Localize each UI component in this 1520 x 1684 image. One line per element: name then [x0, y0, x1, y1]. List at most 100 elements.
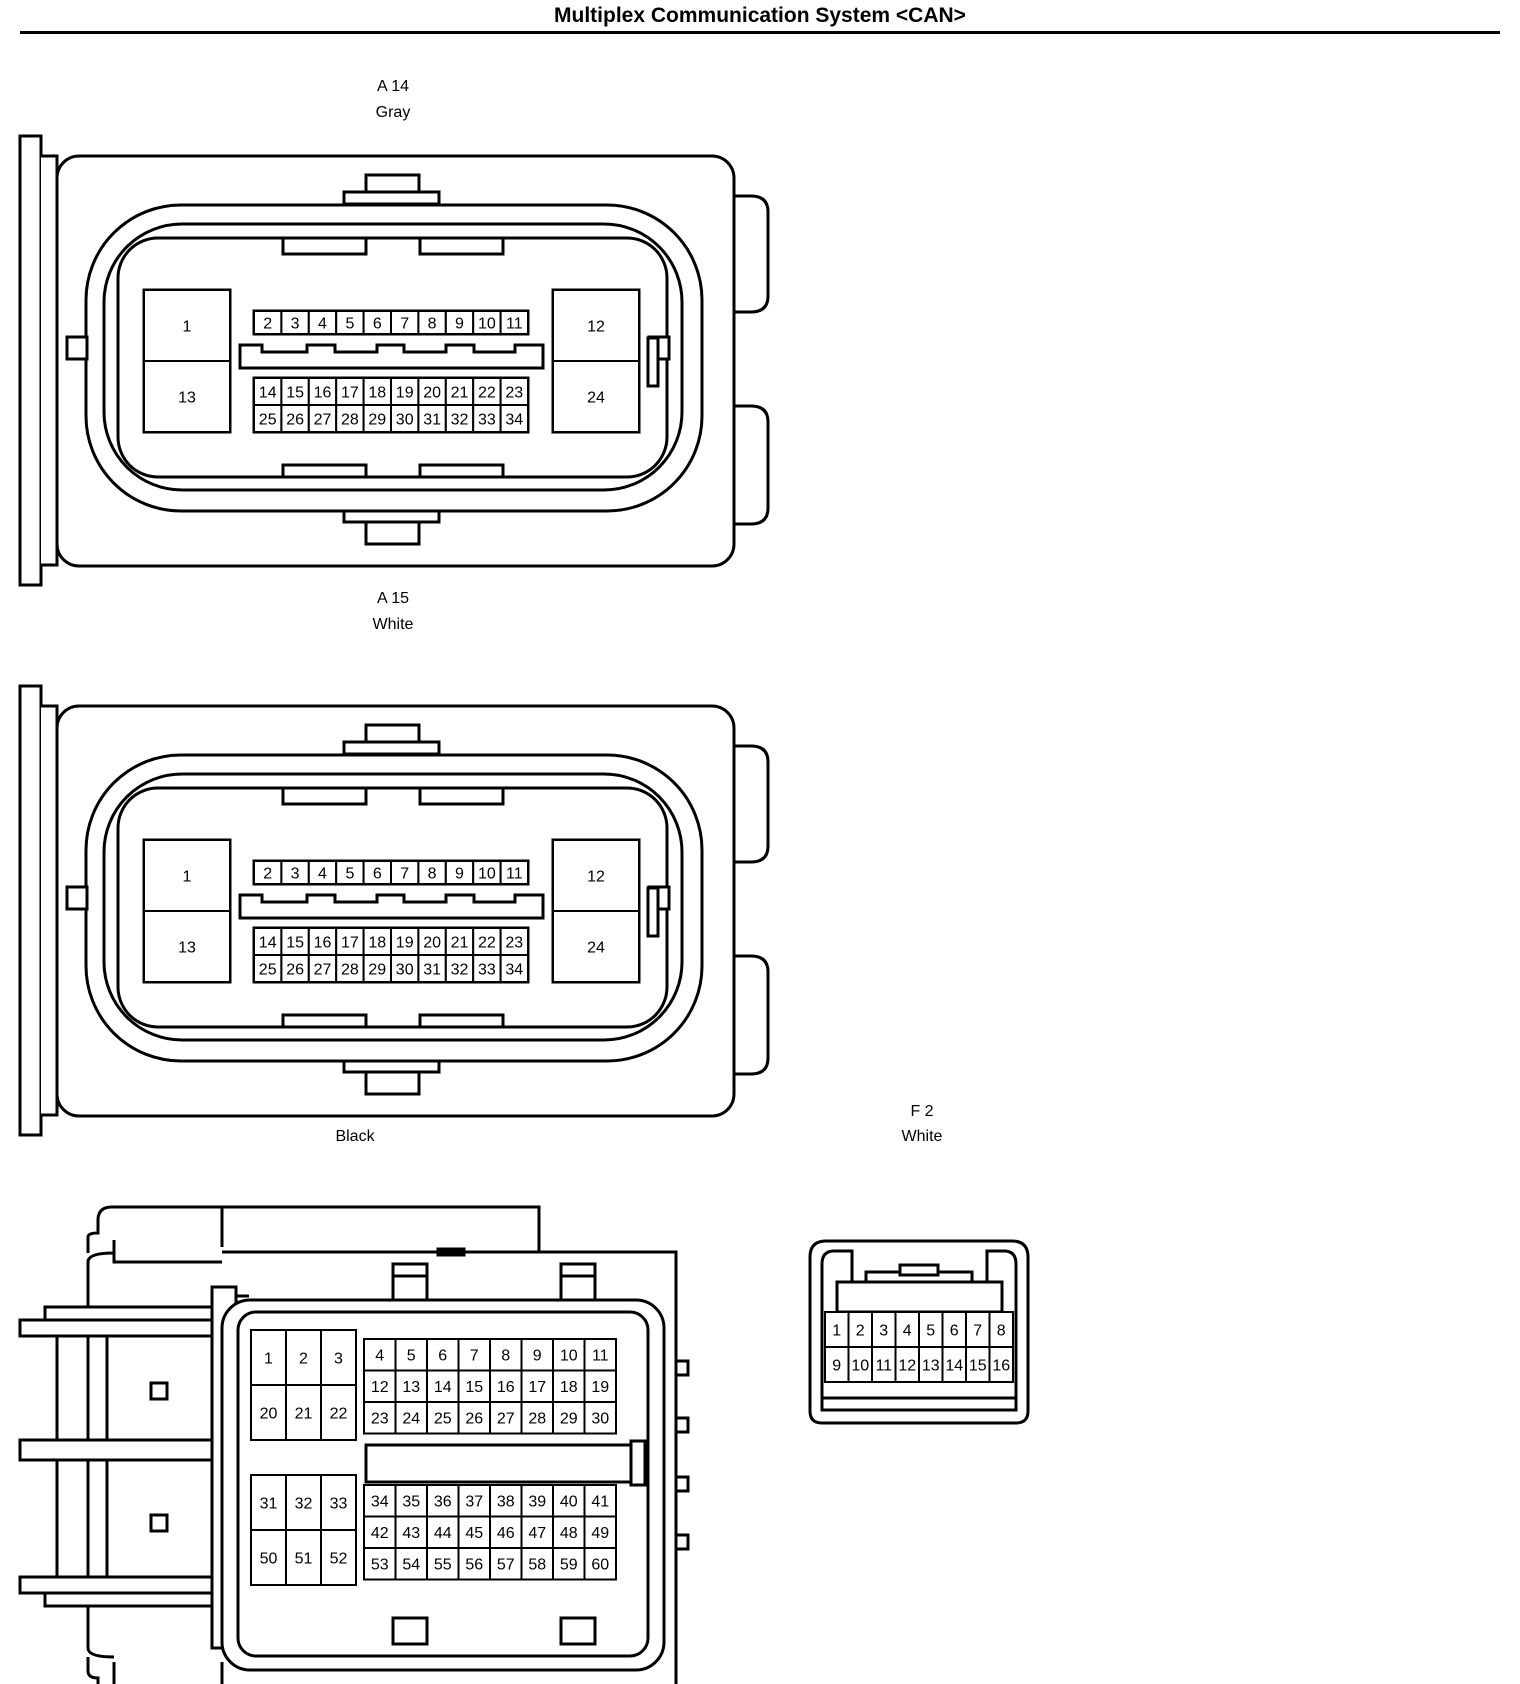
pin-number: 3 — [879, 1322, 888, 1339]
pin-number: 30 — [591, 1411, 609, 1428]
pin-cell: 16 — [988, 1346, 1014, 1383]
pin-number: 24 — [587, 939, 605, 956]
pin-number: 1 — [264, 1350, 273, 1367]
pin-cell: 9 — [520, 1338, 554, 1372]
pin-number: 47 — [528, 1525, 546, 1542]
pin-cell: 60 — [583, 1547, 617, 1581]
pin-number: 5 — [345, 315, 354, 332]
pin-box — [280, 927, 310, 956]
pin-box — [426, 1369, 460, 1403]
pin-cell: 6 — [362, 860, 393, 885]
pin-number: 9 — [455, 315, 464, 332]
pin-number: 14 — [259, 384, 277, 401]
pin-cell: 18 — [362, 377, 393, 406]
pin-number: 6 — [373, 865, 382, 882]
pin-cell: 20 — [417, 927, 447, 956]
pin-number: 10 — [560, 1348, 578, 1365]
pin-number: 25 — [259, 411, 277, 428]
pin-cell: 31 — [417, 954, 447, 983]
pin-cell: 5 — [335, 310, 365, 335]
pin-number: 28 — [341, 411, 359, 428]
pin-box — [250, 1474, 287, 1531]
pin-cell: 21 — [444, 377, 475, 406]
pin-cell: 34 — [499, 404, 530, 433]
pin-number: 3 — [291, 315, 300, 332]
pin-number: 4 — [903, 1322, 912, 1339]
pin-number: 25 — [434, 1411, 452, 1428]
page-title: Multiplex Communication System <CAN> — [554, 4, 966, 27]
pin-cell: 2 — [847, 1311, 873, 1348]
pin-cell: 7 — [390, 860, 420, 885]
pin-cell: 21 — [285, 1384, 322, 1441]
pin-number: 31 — [423, 961, 441, 978]
pin-cell: 10 — [472, 310, 502, 335]
pin-cell: 45 — [457, 1515, 491, 1549]
pin-cell: 55 — [426, 1547, 460, 1581]
pin-number: 18 — [368, 384, 386, 401]
pin-number: 11 — [592, 1348, 609, 1365]
pin-number: 30 — [396, 411, 414, 428]
pin-cell: 24 — [552, 360, 640, 433]
pin-cell: 22 — [472, 377, 502, 406]
pin-number: 34 — [505, 961, 523, 978]
pin-number: 55 — [434, 1557, 452, 1574]
pin-number: 50 — [260, 1550, 278, 1567]
pin-box — [335, 404, 365, 433]
pin-number: 60 — [591, 1557, 609, 1574]
pin-box — [417, 954, 447, 983]
pin-cell: 26 — [457, 1401, 491, 1435]
pin-number: 39 — [528, 1494, 546, 1511]
pin-number: 46 — [497, 1525, 515, 1542]
pin-cell: 35 — [394, 1484, 428, 1518]
pin-cell: 22 — [472, 927, 502, 956]
pin-number: 2 — [856, 1322, 865, 1339]
pin-cell: 3 — [280, 310, 310, 335]
pin-number: 14 — [434, 1379, 452, 1396]
pin-cell: 4 — [307, 310, 338, 335]
pin-number: 22 — [478, 934, 496, 951]
pin-number: 14 — [945, 1357, 963, 1374]
pin-cell: 23 — [499, 927, 530, 956]
pin-number: 27 — [314, 411, 332, 428]
pin-number: 13 — [402, 1379, 420, 1396]
pin-cell: 5 — [335, 860, 365, 885]
pin-cell: 23 — [499, 377, 530, 406]
pin-box — [499, 310, 530, 335]
pin-cell: 13 — [143, 910, 231, 983]
pin-cell: 24 — [552, 910, 640, 983]
pin-number: 19 — [396, 934, 414, 951]
pin-number: 27 — [497, 1411, 515, 1428]
pin-box — [285, 1529, 322, 1586]
pin-number: 32 — [295, 1495, 313, 1512]
pin-cell: 14 — [426, 1369, 460, 1403]
pin-box — [583, 1547, 617, 1581]
pin-cell: 42 — [363, 1515, 397, 1549]
pin-number: 21 — [451, 384, 469, 401]
pin-number: 21 — [295, 1405, 313, 1422]
pin-box — [417, 404, 447, 433]
pin-cell: 11 — [499, 310, 530, 335]
pin-cell: 6 — [362, 310, 393, 335]
pin-cell: 33 — [472, 954, 502, 983]
pin-cell: 3 — [280, 860, 310, 885]
pin-number: 9 — [832, 1357, 841, 1374]
pin-cell: 58 — [520, 1547, 554, 1581]
pin-cell: 23 — [363, 1401, 397, 1435]
pin-cell: 25 — [253, 404, 283, 433]
f2-color-label: White — [901, 1128, 943, 1145]
pin-cell: 29 — [362, 404, 393, 433]
pin-box — [363, 1401, 397, 1435]
pin-number: 19 — [591, 1379, 609, 1396]
pin-cell: 1 — [143, 289, 231, 362]
pin-cell: 6 — [941, 1311, 967, 1348]
pin-number: 3 — [291, 865, 300, 882]
pin-cell: 30 — [390, 954, 420, 983]
pin-number: 26 — [286, 961, 304, 978]
pin-box — [363, 1547, 397, 1581]
pin-number: 23 — [371, 1411, 389, 1428]
pin-cell: 12 — [552, 289, 640, 362]
pin-number: 19 — [396, 384, 414, 401]
pin-cell: 14 — [941, 1346, 967, 1383]
pin-cell: 2 — [253, 310, 283, 335]
pin-cell: 15 — [965, 1346, 991, 1383]
